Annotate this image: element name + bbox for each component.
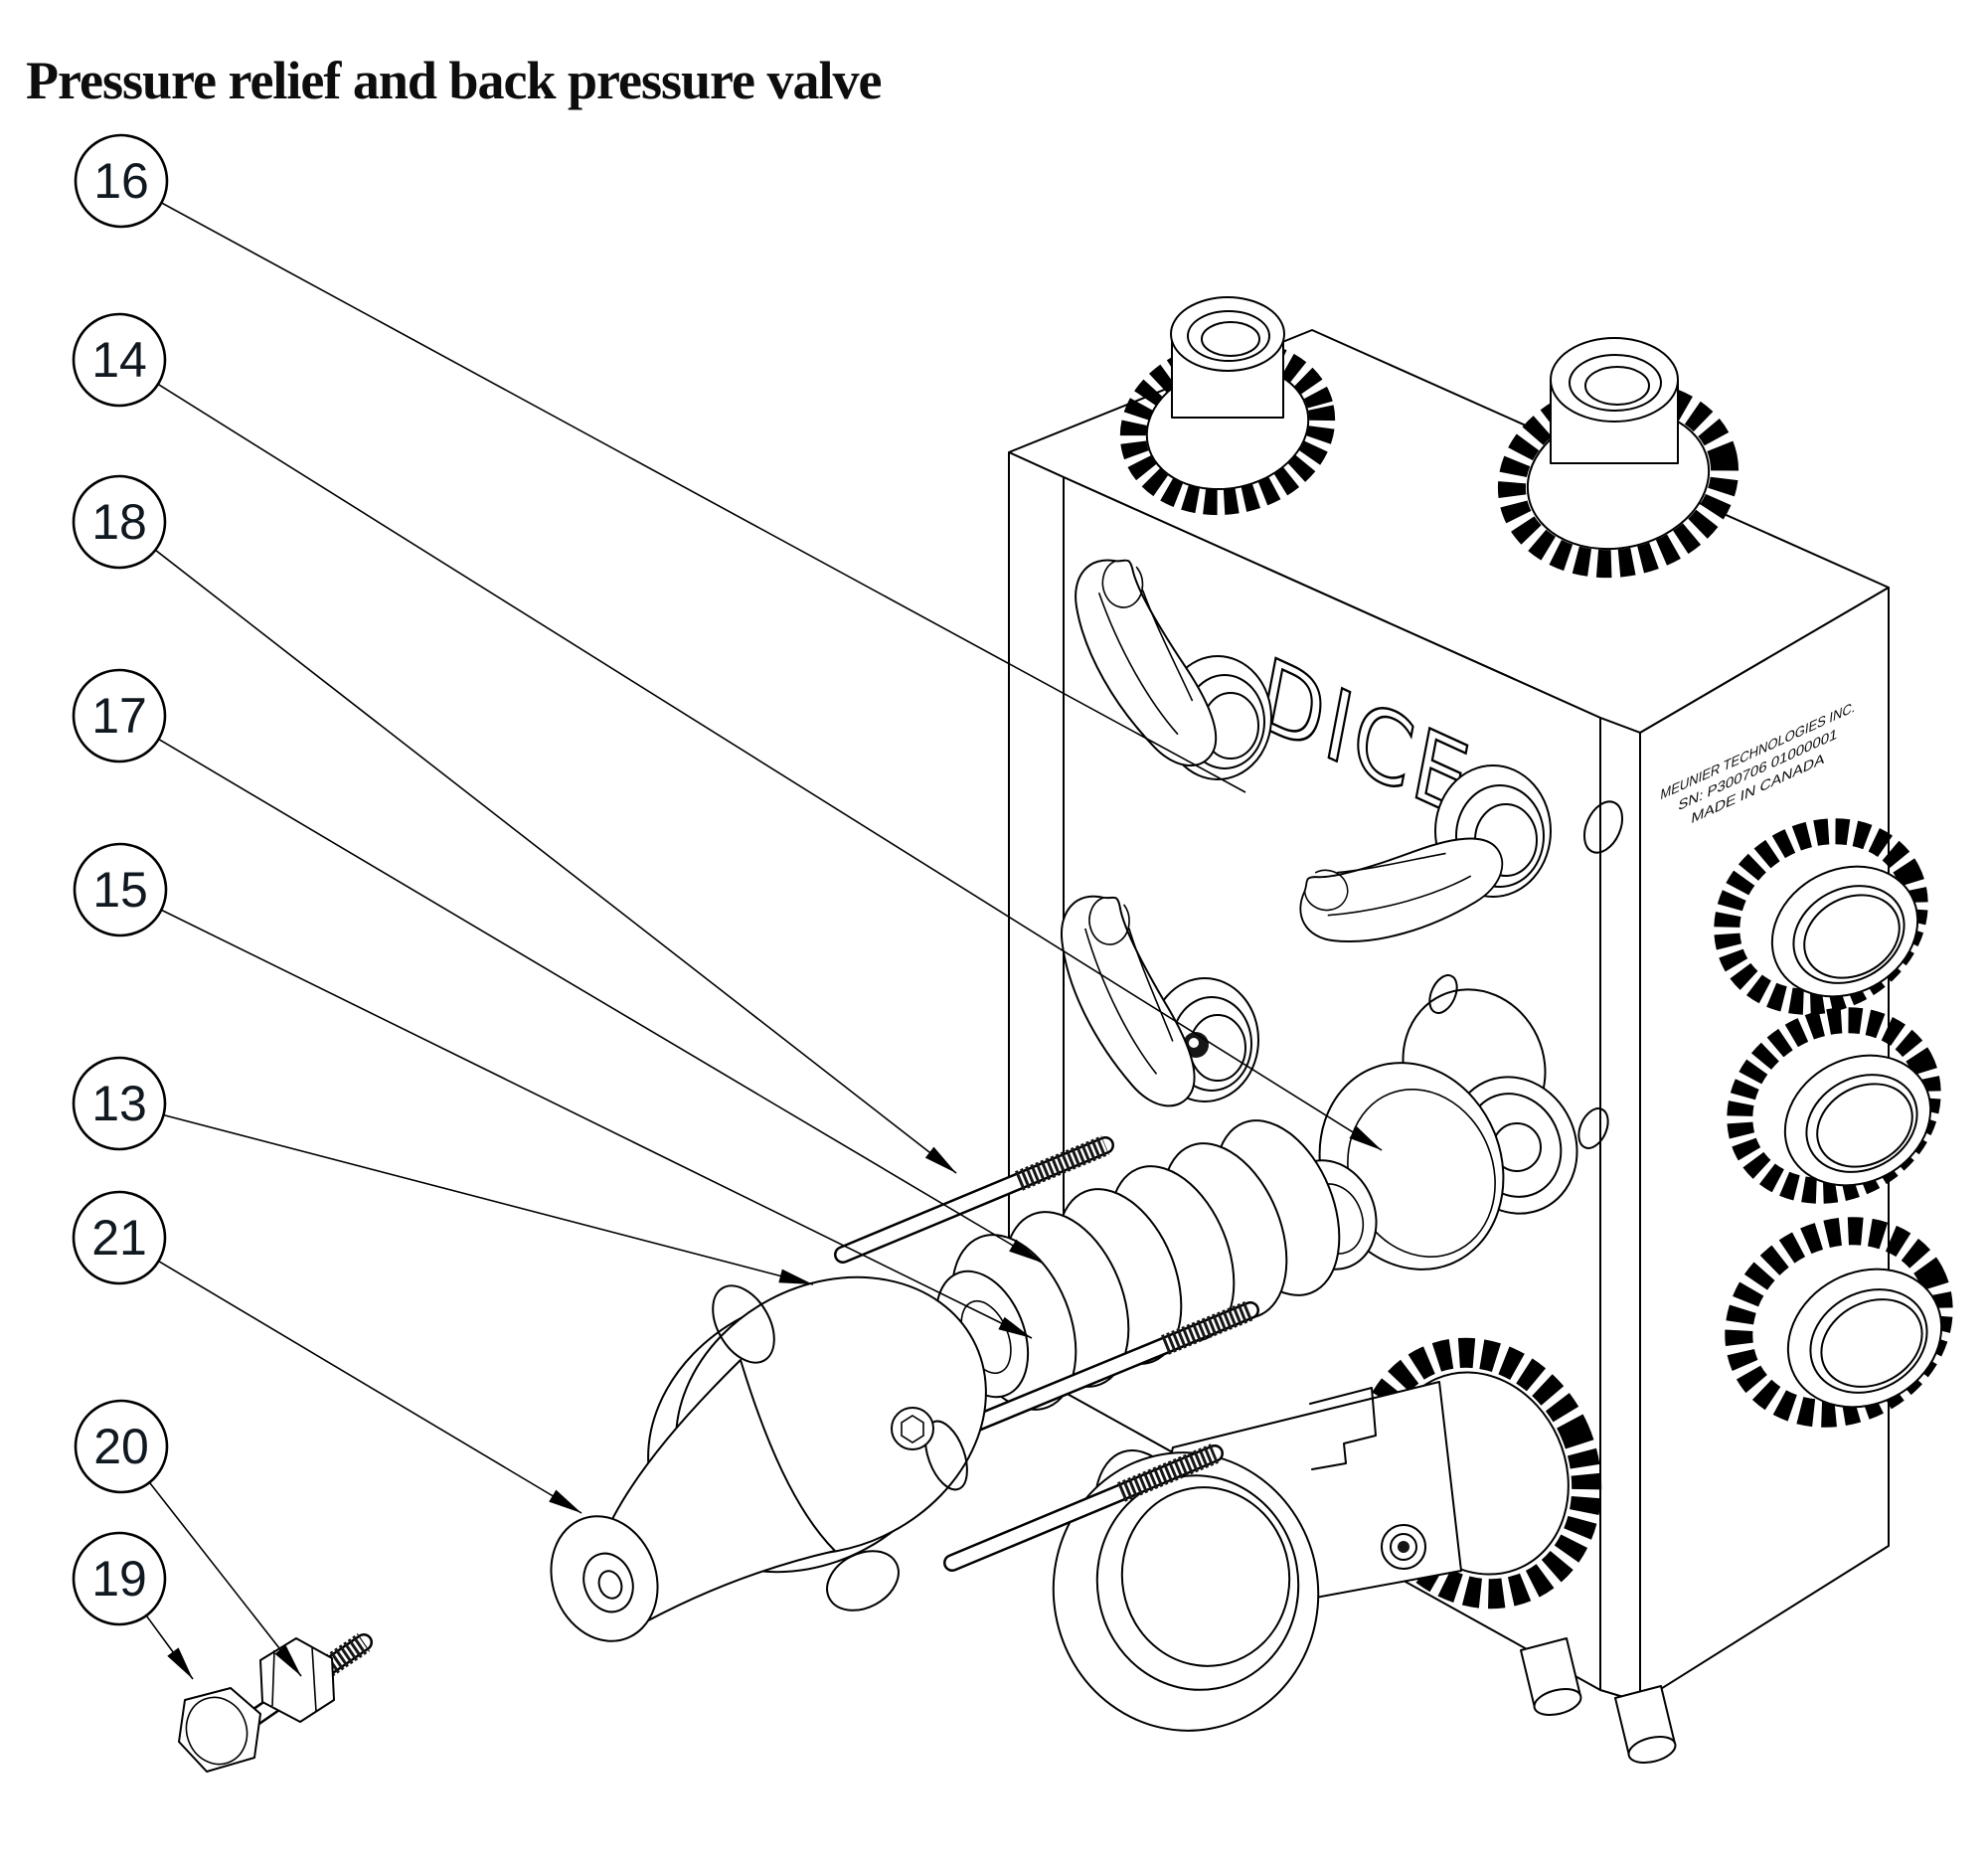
bottom-ports — [1520, 1637, 1677, 1765]
callout-label: 16 — [93, 153, 149, 209]
stud-2-threads — [1161, 1300, 1254, 1355]
flange-hole-top — [712, 1284, 775, 1364]
body-corner-chamfer — [1599, 717, 1641, 1703]
handle-upper — [1071, 549, 1272, 780]
leader-lines — [118, 180, 1383, 1680]
leader-17 — [118, 715, 1043, 1264]
leader-20 — [120, 1445, 302, 1677]
arrow-17 — [1009, 1239, 1042, 1263]
stud-3 — [943, 1443, 1224, 1572]
leader-21 — [118, 1237, 582, 1514]
callout-balloon-17: 17 — [72, 668, 167, 763]
callout-label: 15 — [92, 862, 148, 918]
bolt-head — [178, 1687, 261, 1773]
side-knob-middle — [1727, 1007, 1941, 1204]
arrow-15 — [998, 1316, 1032, 1338]
stud-1-threads — [1014, 1135, 1110, 1191]
leader-13 — [118, 1102, 814, 1285]
side-knob-bottom — [1725, 1217, 1953, 1428]
piston-stack — [1280, 988, 1578, 1271]
arrow-21 — [549, 1489, 581, 1513]
flange-socket-screw — [891, 1407, 934, 1450]
bonnet — [550, 1275, 987, 1642]
front-face-hole-mid — [1428, 974, 1458, 1014]
handle-exploded — [1294, 764, 1552, 969]
cylinder-screw — [1381, 1524, 1426, 1570]
callout-label: 14 — [91, 332, 147, 388]
handle-lower — [1058, 890, 1259, 1112]
stud-2 — [937, 1300, 1259, 1444]
back-pressure-knob — [1354, 1337, 1602, 1610]
cylinder-notch — [1309, 1387, 1377, 1470]
arrow-13 — [778, 1269, 813, 1284]
callout-balloon-13: 13 — [72, 1056, 167, 1151]
callout-balloon-15: 15 — [73, 842, 168, 937]
leader-15 — [119, 889, 1033, 1339]
retaining-ring — [1052, 1451, 1320, 1732]
callout-label: 13 — [91, 1076, 147, 1131]
callout-balloon-20: 20 — [74, 1399, 169, 1494]
front-face-hole-lower — [1577, 1107, 1609, 1149]
flange-hole-bottom — [826, 1550, 900, 1611]
callout-label: 20 — [93, 1419, 149, 1474]
bonnet-cone — [609, 1359, 836, 1635]
flange-hole-right — [924, 1420, 968, 1491]
bolt-and-nut — [178, 1632, 373, 1773]
callout-balloon-21: 21 — [72, 1190, 167, 1285]
top-cap-right — [1497, 337, 1740, 579]
callout-label: 17 — [91, 688, 147, 744]
callout-label: 21 — [91, 1210, 147, 1266]
stud-1 — [834, 1135, 1114, 1264]
page-title: Pressure relief and back pressure valve — [26, 51, 882, 111]
arrow-20 — [274, 1644, 301, 1676]
cone-tip — [550, 1515, 659, 1642]
leader-14 — [118, 359, 1383, 1151]
arrow-19 — [167, 1647, 193, 1679]
callout-balloon-19: 19 — [72, 1531, 167, 1626]
callout-label: 18 — [91, 494, 147, 550]
callout-label: 19 — [91, 1551, 147, 1607]
arrow-14 — [1349, 1126, 1382, 1150]
top-cap-left — [1119, 296, 1336, 516]
callout-balloon-14: 14 — [72, 312, 167, 408]
arrow-18 — [924, 1146, 956, 1173]
callout-balloon-16: 16 — [74, 133, 169, 229]
leader-18 — [118, 521, 957, 1174]
cone-tip-hole — [597, 1570, 623, 1600]
front-face-hole-upper — [1582, 800, 1624, 854]
side-knob-top — [1714, 818, 1928, 1015]
stud-3-threads — [1116, 1443, 1220, 1502]
callout-balloon-18: 18 — [72, 474, 167, 570]
leader-16 — [120, 180, 1246, 793]
